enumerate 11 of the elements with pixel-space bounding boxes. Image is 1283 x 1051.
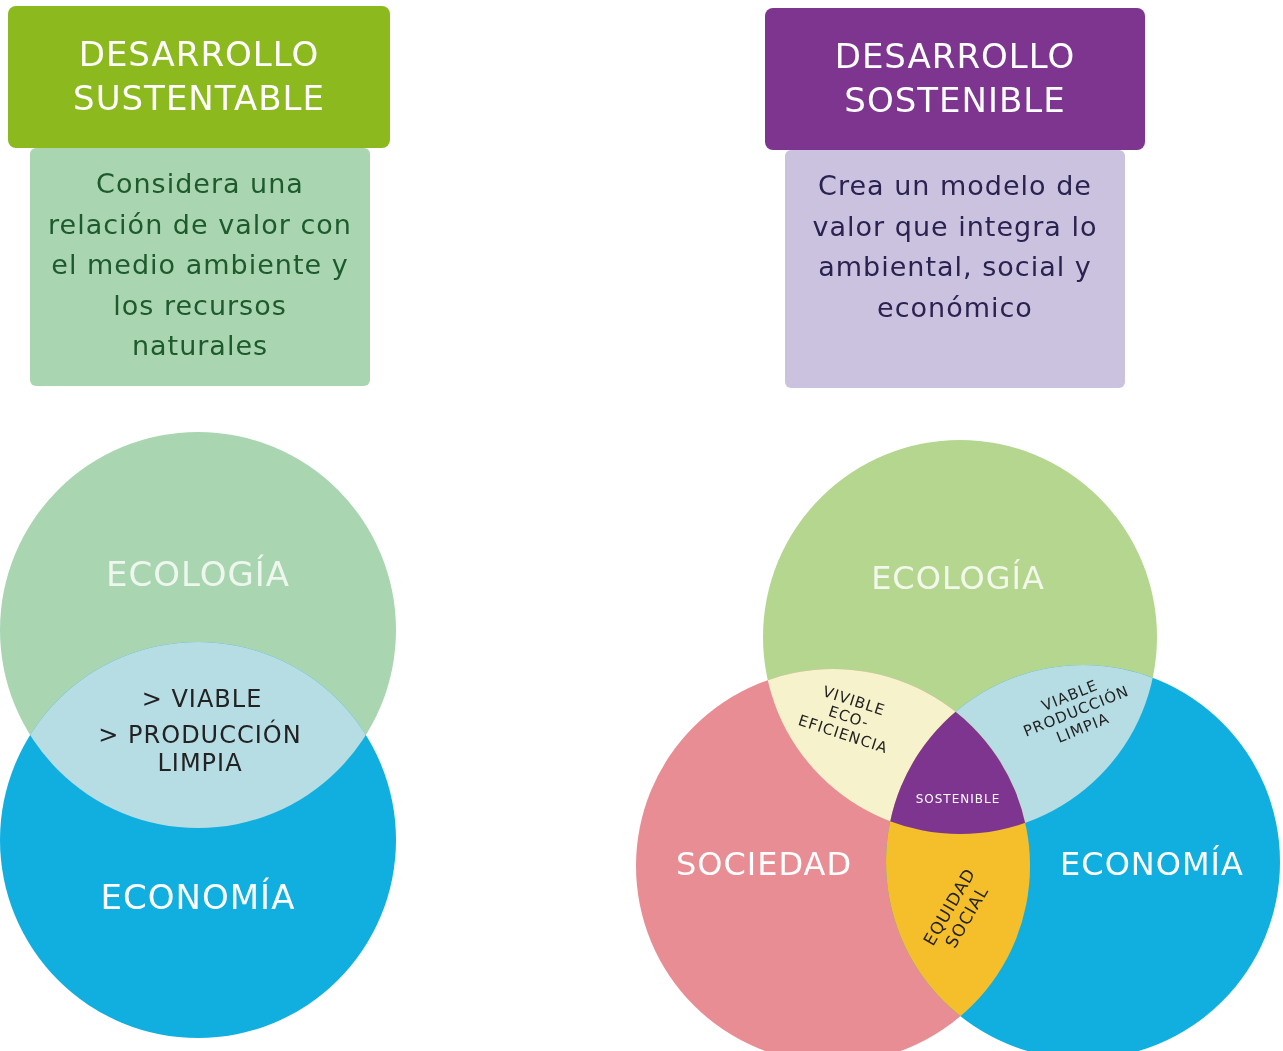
circle-label: ECONOMÍA bbox=[99, 878, 297, 918]
title-banner: DESARROLLO SOSTENIBLE bbox=[765, 8, 1145, 150]
circle-label: ECOLOGÍA bbox=[104, 555, 292, 595]
circle-label: ECOLOGÍA bbox=[870, 559, 1046, 597]
title-banner: DESARROLLO SUSTENTABLE bbox=[8, 6, 390, 148]
description-box: Considera una relación de valor con el medio ambiente y los recursos naturales bbox=[30, 148, 370, 386]
region-label: > VIABLE bbox=[140, 686, 264, 714]
description-box: Crea un modelo de valor que integra lo ambiental, social y económico bbox=[785, 150, 1125, 388]
region-label: SOSTENIBLE bbox=[914, 793, 1002, 807]
circle-label: SOCIEDAD bbox=[674, 845, 854, 883]
circle-label: ECONOMÍA bbox=[1059, 845, 1245, 883]
